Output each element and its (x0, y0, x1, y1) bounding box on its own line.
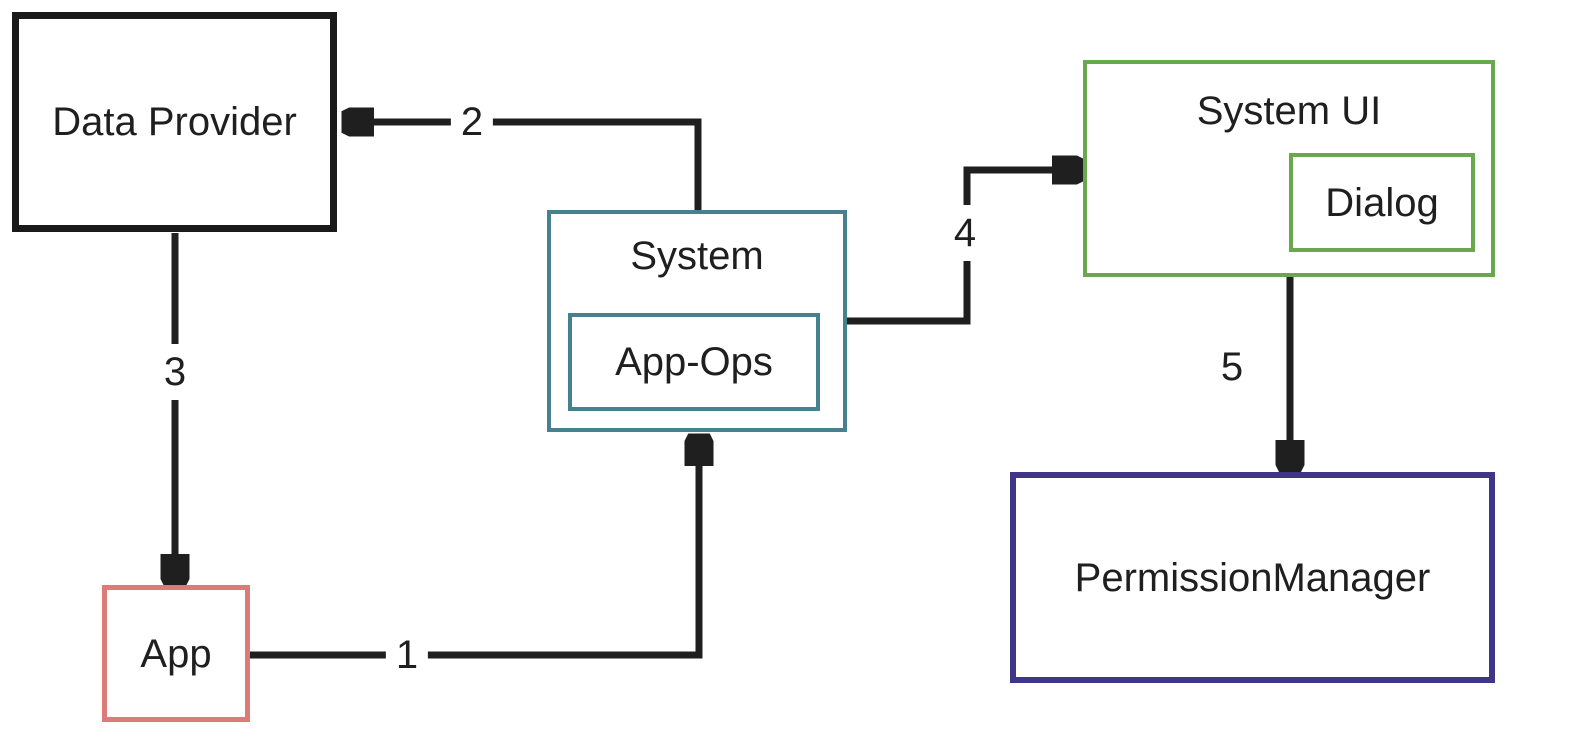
node-permission-manager-label: PermissionManager (1074, 555, 1431, 600)
node-dialog-label: Dialog (1325, 180, 1439, 225)
edge-1-label: 1 (385, 627, 429, 683)
node-app-ops: App-Ops (568, 313, 820, 411)
node-app: App (102, 585, 250, 722)
node-permission-manager: PermissionManager (1010, 472, 1495, 683)
node-dialog: Dialog (1289, 153, 1475, 252)
edge-3-label: 3 (153, 344, 197, 400)
node-data-provider-label: Data Provider (52, 100, 297, 144)
node-app-label: App (140, 631, 212, 676)
node-system-ui-label: System UI (1196, 89, 1382, 133)
node-app-ops-label: App-Ops (615, 340, 773, 384)
edge-1-arrow (250, 438, 699, 659)
node-system-label: System (630, 234, 764, 278)
node-system: System App-Ops (547, 210, 847, 432)
edge-4-label: 4 (943, 205, 987, 261)
edge-2-arrow (346, 122, 702, 210)
edge-5-label: 5 (1210, 339, 1254, 395)
node-system-ui: System UI Dialog (1083, 60, 1495, 277)
edge-2-label: 2 (450, 94, 494, 150)
node-data-provider: Data Provider (12, 12, 337, 232)
